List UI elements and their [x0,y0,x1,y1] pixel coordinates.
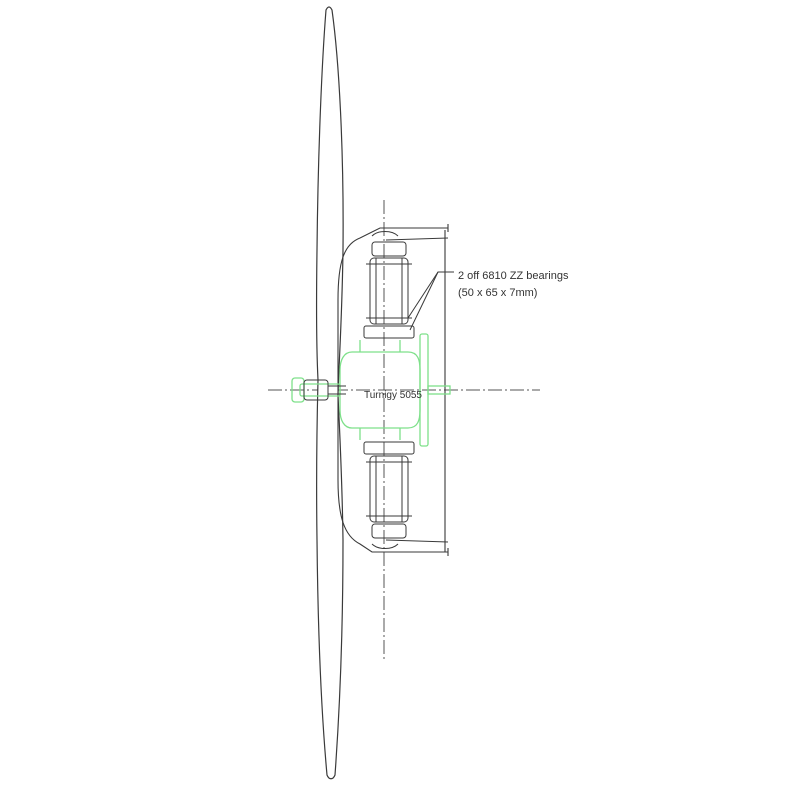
motor [291,333,451,447]
upper-bearing-assembly [363,231,415,339]
leader [407,271,454,331]
propeller-blade [315,6,344,780]
lower-bearing-assembly [363,441,415,549]
upper-bearing-cap [371,241,407,257]
prop-shaft [299,383,341,397]
hub-detail [303,379,346,401]
propeller [315,6,344,780]
lower-bearing-body [369,455,409,523]
bearing-annotation-line2: (50 x 65 x 7mm) [458,287,537,299]
motor-label: Turnigy 5055 [364,390,422,401]
hub-collar [303,379,329,401]
housing-inner [385,237,449,543]
bearing-leader-line [407,271,454,319]
lower-bearing-fixing [371,543,399,549]
housing [337,224,449,556]
lower-bearing-cap [371,523,407,539]
centre-lines [268,200,540,660]
lower-bearing-base [363,441,415,455]
motor-can [339,351,421,429]
bearing-leader-line-2 [409,271,439,331]
motor-shaft [427,385,451,395]
housing-shroud [337,227,448,553]
bearing-annotation-line1: 2 off 6810 ZZ bearings [458,270,569,282]
upper-bearing-base [363,325,415,339]
upper-bearing-fixing [371,231,399,237]
upper-bearing-body [369,257,409,325]
